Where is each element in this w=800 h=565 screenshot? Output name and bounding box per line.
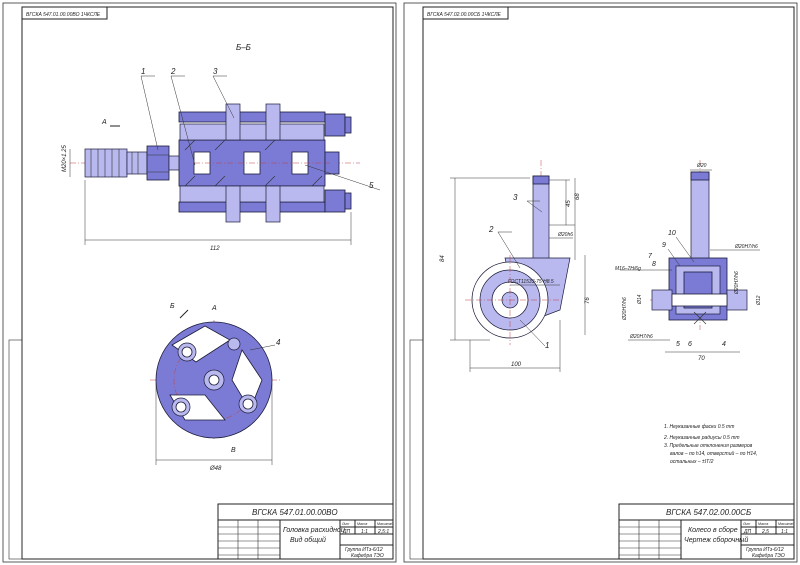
plate-bottom xyxy=(178,201,326,213)
nut-1 xyxy=(146,145,170,181)
dim-12: Ø12 xyxy=(756,295,762,306)
sheet-2-group: Группа ИТз-6/12 xyxy=(746,547,784,553)
wheel-section-view xyxy=(650,160,748,330)
sheet-2-stamp: ВГСКА 547.02.00.00СБ 1ЧКСЛЕ xyxy=(427,12,502,18)
callout-s2-7: 7 xyxy=(648,253,653,260)
section-nut-left xyxy=(651,289,673,311)
axle-pin xyxy=(532,175,550,261)
sheet-1-side-strip xyxy=(8,339,23,560)
section-axle xyxy=(690,171,710,263)
callout-s2-6: 6 xyxy=(688,341,692,348)
sheet-2-section-dims: Ø20 Ø20Н7/h6 Ø20Н7/h6 Ø12 М16–7Н/6g Ø20Н… xyxy=(615,163,762,362)
sheet-1-scale-val: 2,5:1 xyxy=(377,529,389,535)
dim-20h6: Ø20h6 xyxy=(557,232,573,238)
fit-2: Ø20Н7/h6 xyxy=(734,271,740,295)
callout-s2-9: 9 xyxy=(662,242,666,249)
dim-76: 76 xyxy=(585,297,591,304)
sheet-2-doc-code: ВГСКА 547.02.00.00СБ xyxy=(666,508,751,517)
callout-s2-2: 2 xyxy=(488,225,494,234)
sheet-2-dept: Кафедра ТЭО xyxy=(752,553,785,559)
sheet-1-callouts: 1 2 3 5 xyxy=(140,67,381,191)
section-label: Б–Б xyxy=(236,43,251,52)
sheet-1-title-1: Головка расхидной xyxy=(283,526,345,534)
sheet-2-title-1: Колесо в сборе xyxy=(688,526,738,534)
view-b2-label: В xyxy=(231,447,236,454)
view-b-label: Б xyxy=(170,303,175,310)
dim-45: 45 xyxy=(566,200,572,207)
thread-s2: М16–7Н/6g xyxy=(615,266,641,272)
callout-s2-1: 1 xyxy=(545,341,549,350)
sheet-1-group: Группа ИТз-6/12 xyxy=(345,547,383,553)
note-5: остальных – ±IT/2 xyxy=(670,459,714,465)
dim-84: 84 xyxy=(440,255,446,262)
sheet-2-lit: Лит xyxy=(742,522,750,526)
dim-68: 68 xyxy=(575,193,581,200)
note-4: валов – по h14, отверстий – по Н14, xyxy=(670,450,757,457)
callout-s2-5: 5 xyxy=(676,341,680,348)
sheet-2-mass-val: 2,5 xyxy=(761,529,769,535)
callout-s2-10: 10 xyxy=(668,230,676,237)
sheet-2-title-block: ВГСКА 547.02.00.00СБ Колесо в сборе Черт… xyxy=(618,503,795,560)
dim-100: 100 xyxy=(511,362,522,368)
head-assembly-section xyxy=(70,103,360,223)
sheet-1-lit: Лит xyxy=(341,522,349,526)
callout-1: 1 xyxy=(141,67,145,76)
dim-20: Ø20 xyxy=(696,163,707,169)
sheet-1-mass: Масса xyxy=(357,522,367,526)
fit-4: Ø20Н7/h6 xyxy=(629,334,653,340)
sheet-2: ВГСКА 547.02.00.00СБ 1ЧКСЛЕ 84 45 68 xyxy=(403,2,798,563)
callout-s2-8: 8 xyxy=(652,261,656,268)
sheet-1-dimensions: М20×1.25 112 А xyxy=(62,119,352,252)
bolt-top-1 xyxy=(225,103,241,141)
sheet-2-frame xyxy=(422,6,795,560)
threaded-shank xyxy=(84,148,128,178)
bottom-dim: Ø48 xyxy=(209,466,222,472)
sheet-1-border xyxy=(2,2,397,563)
fit-3: Ø20Н7/h6 xyxy=(622,297,628,321)
callout-2: 2 xyxy=(170,67,176,76)
sheet-1: ВГСКА 547.01.00.00ВО 1ЧКСЛЕ Б–Б xyxy=(2,2,397,563)
note-2: 2. Неуказанные радиусы 0.5 mm xyxy=(663,435,740,441)
gost-label: ГОСТ11533-75 Н8.5 xyxy=(508,279,554,285)
sheet-2-mass: Масса xyxy=(758,522,768,526)
view-a-label: А xyxy=(101,119,107,126)
bolt-bottom-1 xyxy=(225,185,241,223)
overall-dim: 112 xyxy=(210,246,220,252)
sheet-1-dept: Кафедра ТЭО xyxy=(351,553,384,559)
sheet-1-frame xyxy=(21,6,394,560)
technical-notes: 1. Неуказанные фаски 0.5 mm 2. Неуказанн… xyxy=(663,424,757,465)
sheet-1-doc-code: ВГСКА 547.01.00.00ВО xyxy=(252,508,338,517)
sheet-1-stamp: ВГСКА 547.01.00.00ВО 1ЧКСЛЕ xyxy=(26,12,101,18)
callout-s2-4: 4 xyxy=(722,341,726,348)
callout-5: 5 xyxy=(369,181,374,190)
callout-4: 4 xyxy=(276,338,281,347)
sheet-1-scale: Масштаб xyxy=(377,522,394,526)
sheet-1-mass-val: 1:1 xyxy=(361,529,368,535)
sheet-1-lit-val: ДП xyxy=(342,529,351,535)
sheet-2-scale: Масштаб xyxy=(778,522,795,526)
bolt-bottom-2 xyxy=(265,185,281,223)
thread-label: М20×1.25 xyxy=(62,144,68,172)
head-front-view: Б А 4 В Ø48 xyxy=(150,303,281,472)
sheet-2-lit-val: ДП xyxy=(743,529,752,535)
view-a2-label: А xyxy=(211,305,217,312)
sheet-2-side-dims: 84 45 68 76 100 Ø20h6 ГОСТ11533-75 Н8.5 … xyxy=(440,177,591,372)
dim-70: 70 xyxy=(698,356,705,362)
sheet-2-border xyxy=(403,2,798,563)
sheet-1-stamp-box xyxy=(21,6,108,20)
plate-top xyxy=(178,111,326,123)
sheet-2-title-2: Чертеж сборочный xyxy=(684,536,748,544)
callout-3: 3 xyxy=(213,67,218,76)
note-3: 3. Предельные отклонения размеров xyxy=(664,443,753,449)
sheet-1-title-2: Вид общий xyxy=(290,536,326,544)
fit-1: Ø20Н7/h6 xyxy=(734,244,758,250)
note-1: 1. Неуказанные фаски 0.5 mm xyxy=(664,424,734,430)
sheet-2-scale-val: 1:1 xyxy=(781,529,788,535)
wheel-side-view xyxy=(465,160,571,345)
dim-14: Ø14 xyxy=(637,294,643,305)
sheet-1-title-block: ВГСКА 547.01.00.00ВО Головка расхидной В… xyxy=(217,503,394,560)
callout-s2-3: 3 xyxy=(513,193,518,202)
bolt-top-2 xyxy=(265,103,281,141)
